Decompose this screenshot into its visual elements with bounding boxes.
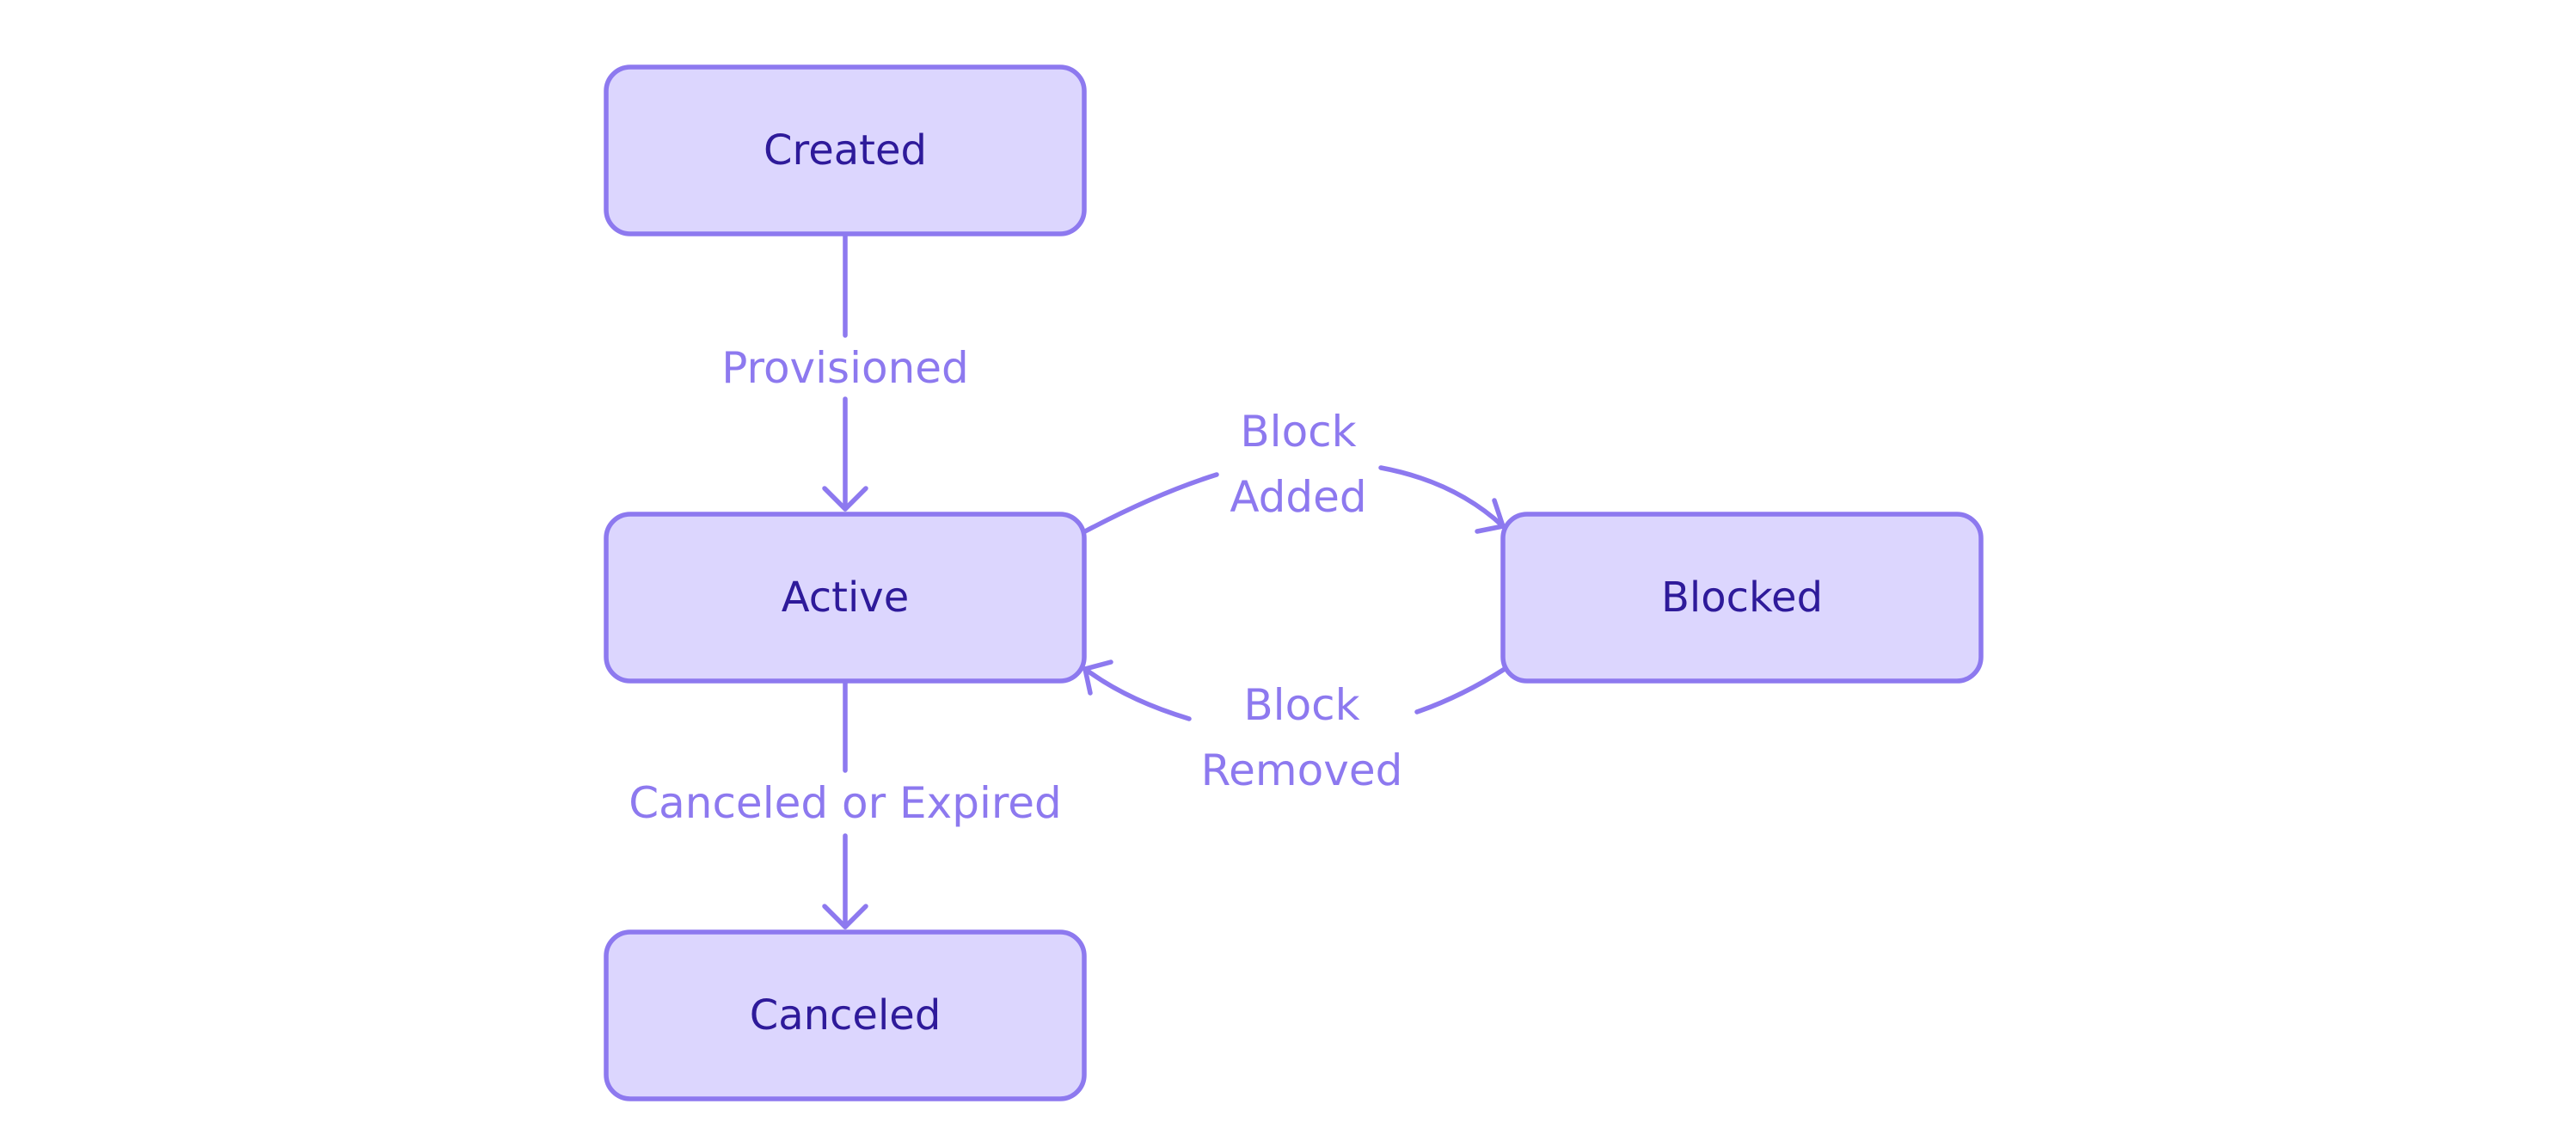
edge-block-removed-line-left (1083, 666, 1192, 721)
edge-label-block-added-line2: Added (1230, 472, 1366, 522)
edge-label-block-removed-line2: Removed (1201, 745, 1403, 795)
edge-block-added (1083, 465, 1506, 534)
edge-provisioned (822, 231, 868, 512)
state-label-canceled: Canceled (750, 991, 941, 1040)
edge-canceled-arrowhead (822, 904, 868, 929)
edge-block-removed-arrowhead (1083, 659, 1113, 696)
state-label-created: Created (764, 126, 927, 175)
edge-canceled-or-expired (822, 678, 868, 929)
edge-block-added-arrowhead (1475, 498, 1506, 534)
edge-label-canceled-or-expired: Canceled or Expired (629, 778, 1062, 828)
edge-label-provisioned: Provisioned (721, 343, 969, 393)
state-node-active: Active (604, 512, 1087, 684)
state-label-blocked: Blocked (1661, 574, 1823, 622)
state-box-active (604, 512, 1087, 684)
state-label-active: Active (782, 574, 909, 622)
edge-label-block-removed-line1: Block (1243, 680, 1359, 730)
edge-block-removed (1083, 659, 1507, 721)
state-box-created (604, 64, 1087, 236)
edge-label-block-added-line1: Block (1240, 407, 1356, 457)
state-box-blocked (1500, 512, 1984, 684)
state-node-canceled: Canceled (604, 929, 1087, 1101)
state-box-canceled (604, 929, 1087, 1101)
edge-block-added-line-right (1378, 465, 1506, 529)
state-node-created: Created (604, 64, 1087, 236)
edge-provisioned-arrowhead (822, 486, 868, 512)
state-node-blocked: Blocked (1500, 512, 1984, 684)
edge-block-added-line-left (1083, 472, 1219, 534)
edge-block-removed-line-right (1414, 666, 1507, 715)
